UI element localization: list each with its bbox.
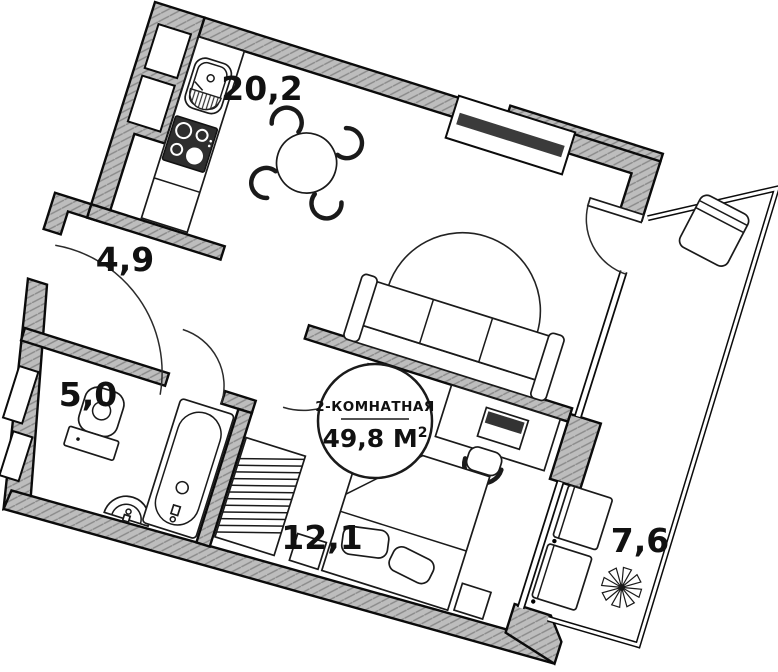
wall-bath-right (194, 407, 254, 549)
wall-shaft-niche (1, 364, 40, 425)
window-sill-glass (456, 112, 565, 158)
bathtub-icon (142, 398, 235, 539)
room-labels: 20,2 4,9 5,0 12,1 7,6 (59, 69, 669, 560)
apartment-type-label: 2-КОМНАТНАЯ (315, 399, 435, 415)
balcony-glazing (516, 270, 628, 610)
sofa-icon (343, 273, 565, 402)
rug-icon (387, 231, 542, 335)
kitchen-counter (140, 35, 246, 234)
room-label-kitchen-living: 20,2 (221, 69, 302, 108)
entrance-door-arc (55, 244, 163, 395)
room-label-hallway: 4,9 (96, 240, 154, 279)
wall-shaft-niche (143, 22, 193, 80)
balcony-chair-icon (531, 543, 593, 611)
room-label-balcony: 7,6 (611, 521, 669, 560)
window-living (444, 94, 577, 176)
desk-icon (434, 383, 562, 472)
balcony-door-arc (585, 201, 628, 276)
wall-hall-left-bump (42, 191, 93, 236)
toilet-icon (63, 386, 125, 461)
bed-icon (320, 435, 491, 612)
wall-se-block (504, 602, 563, 666)
balcony-table-plant-icon (600, 566, 643, 609)
kitchen-sink-icon (184, 57, 233, 115)
wall-shaft-niche (0, 430, 34, 483)
balcony-chair-icon (552, 484, 613, 551)
stove-icon (161, 115, 219, 173)
room-label-bathroom: 5,0 (59, 375, 117, 414)
room-label-bedroom: 12,1 (281, 518, 362, 557)
bathroom-door-arc (182, 328, 225, 404)
apartment-area-label: 49,8 М2 (322, 424, 427, 453)
nightstand-icon (452, 582, 493, 621)
wall-balcony-chunk (548, 412, 603, 490)
bathroom-sink-icon (103, 495, 150, 528)
wardrobe-icon (213, 436, 307, 557)
wall-top (197, 16, 662, 223)
wall-bath-top-left (19, 326, 171, 388)
wall-shaft-niche (126, 74, 176, 133)
armchair-icon (678, 194, 750, 267)
dining-table-icon (249, 105, 365, 221)
nightstand-icon (288, 532, 328, 571)
apartment-badge: 2-КОМНАТНАЯ 49,8 М2 (315, 362, 435, 480)
